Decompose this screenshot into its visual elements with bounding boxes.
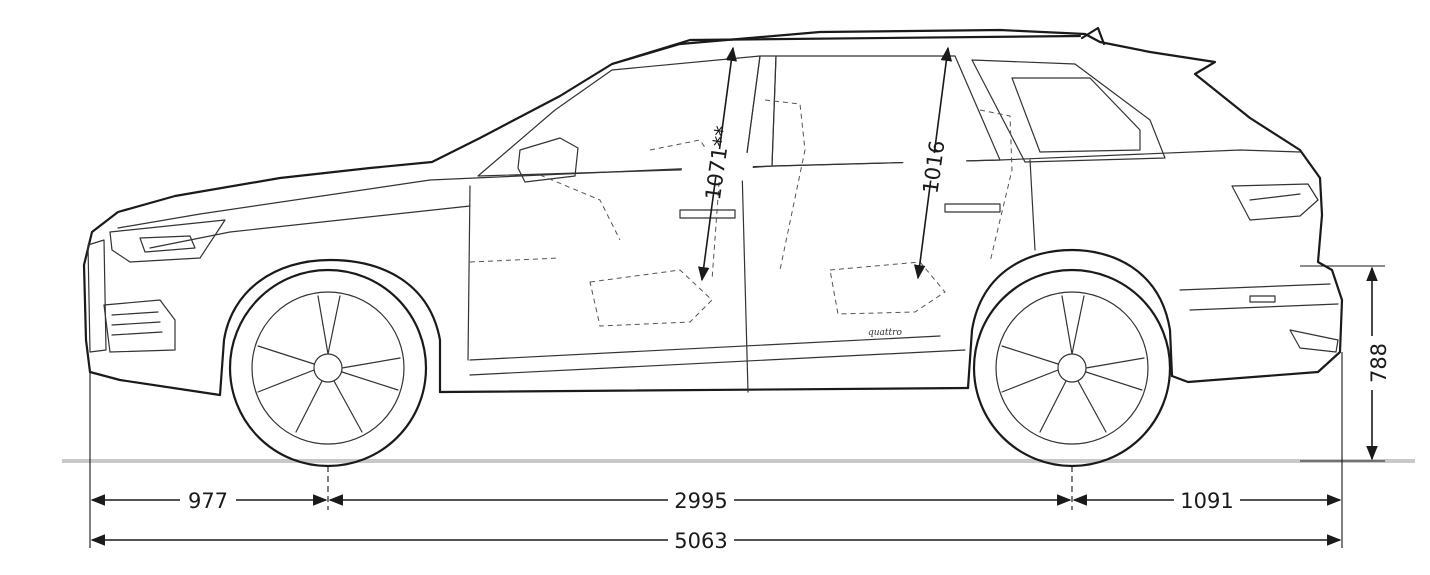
car-side-view: quattro <box>82 26 1344 397</box>
overall-length-dimension: 5063 <box>90 526 1342 554</box>
loading-sill-height-label: 788 <box>1367 343 1391 383</box>
rear-wheel <box>972 268 1172 468</box>
rear-overhang-label: 1091 <box>1180 489 1233 513</box>
front-wheel <box>228 268 428 468</box>
wheelbase-dimension: 2995 <box>328 486 1072 514</box>
overall-length-label: 5063 <box>674 529 727 553</box>
rear-headroom-label: 1016 <box>918 139 949 195</box>
rear-headroom-dimension: 1016 <box>901 46 967 280</box>
quattro-badge: quattro <box>868 328 902 338</box>
front-headroom-label: 1071** <box>701 124 735 201</box>
front-overhang-dimension: 977 <box>90 486 328 514</box>
wheelbase-label: 2995 <box>674 489 727 513</box>
loading-sill-height-dimension: 788 <box>1360 266 1391 461</box>
rear-overhang-dimension: 1091 <box>1072 486 1342 514</box>
front-overhang-label: 977 <box>188 489 228 513</box>
